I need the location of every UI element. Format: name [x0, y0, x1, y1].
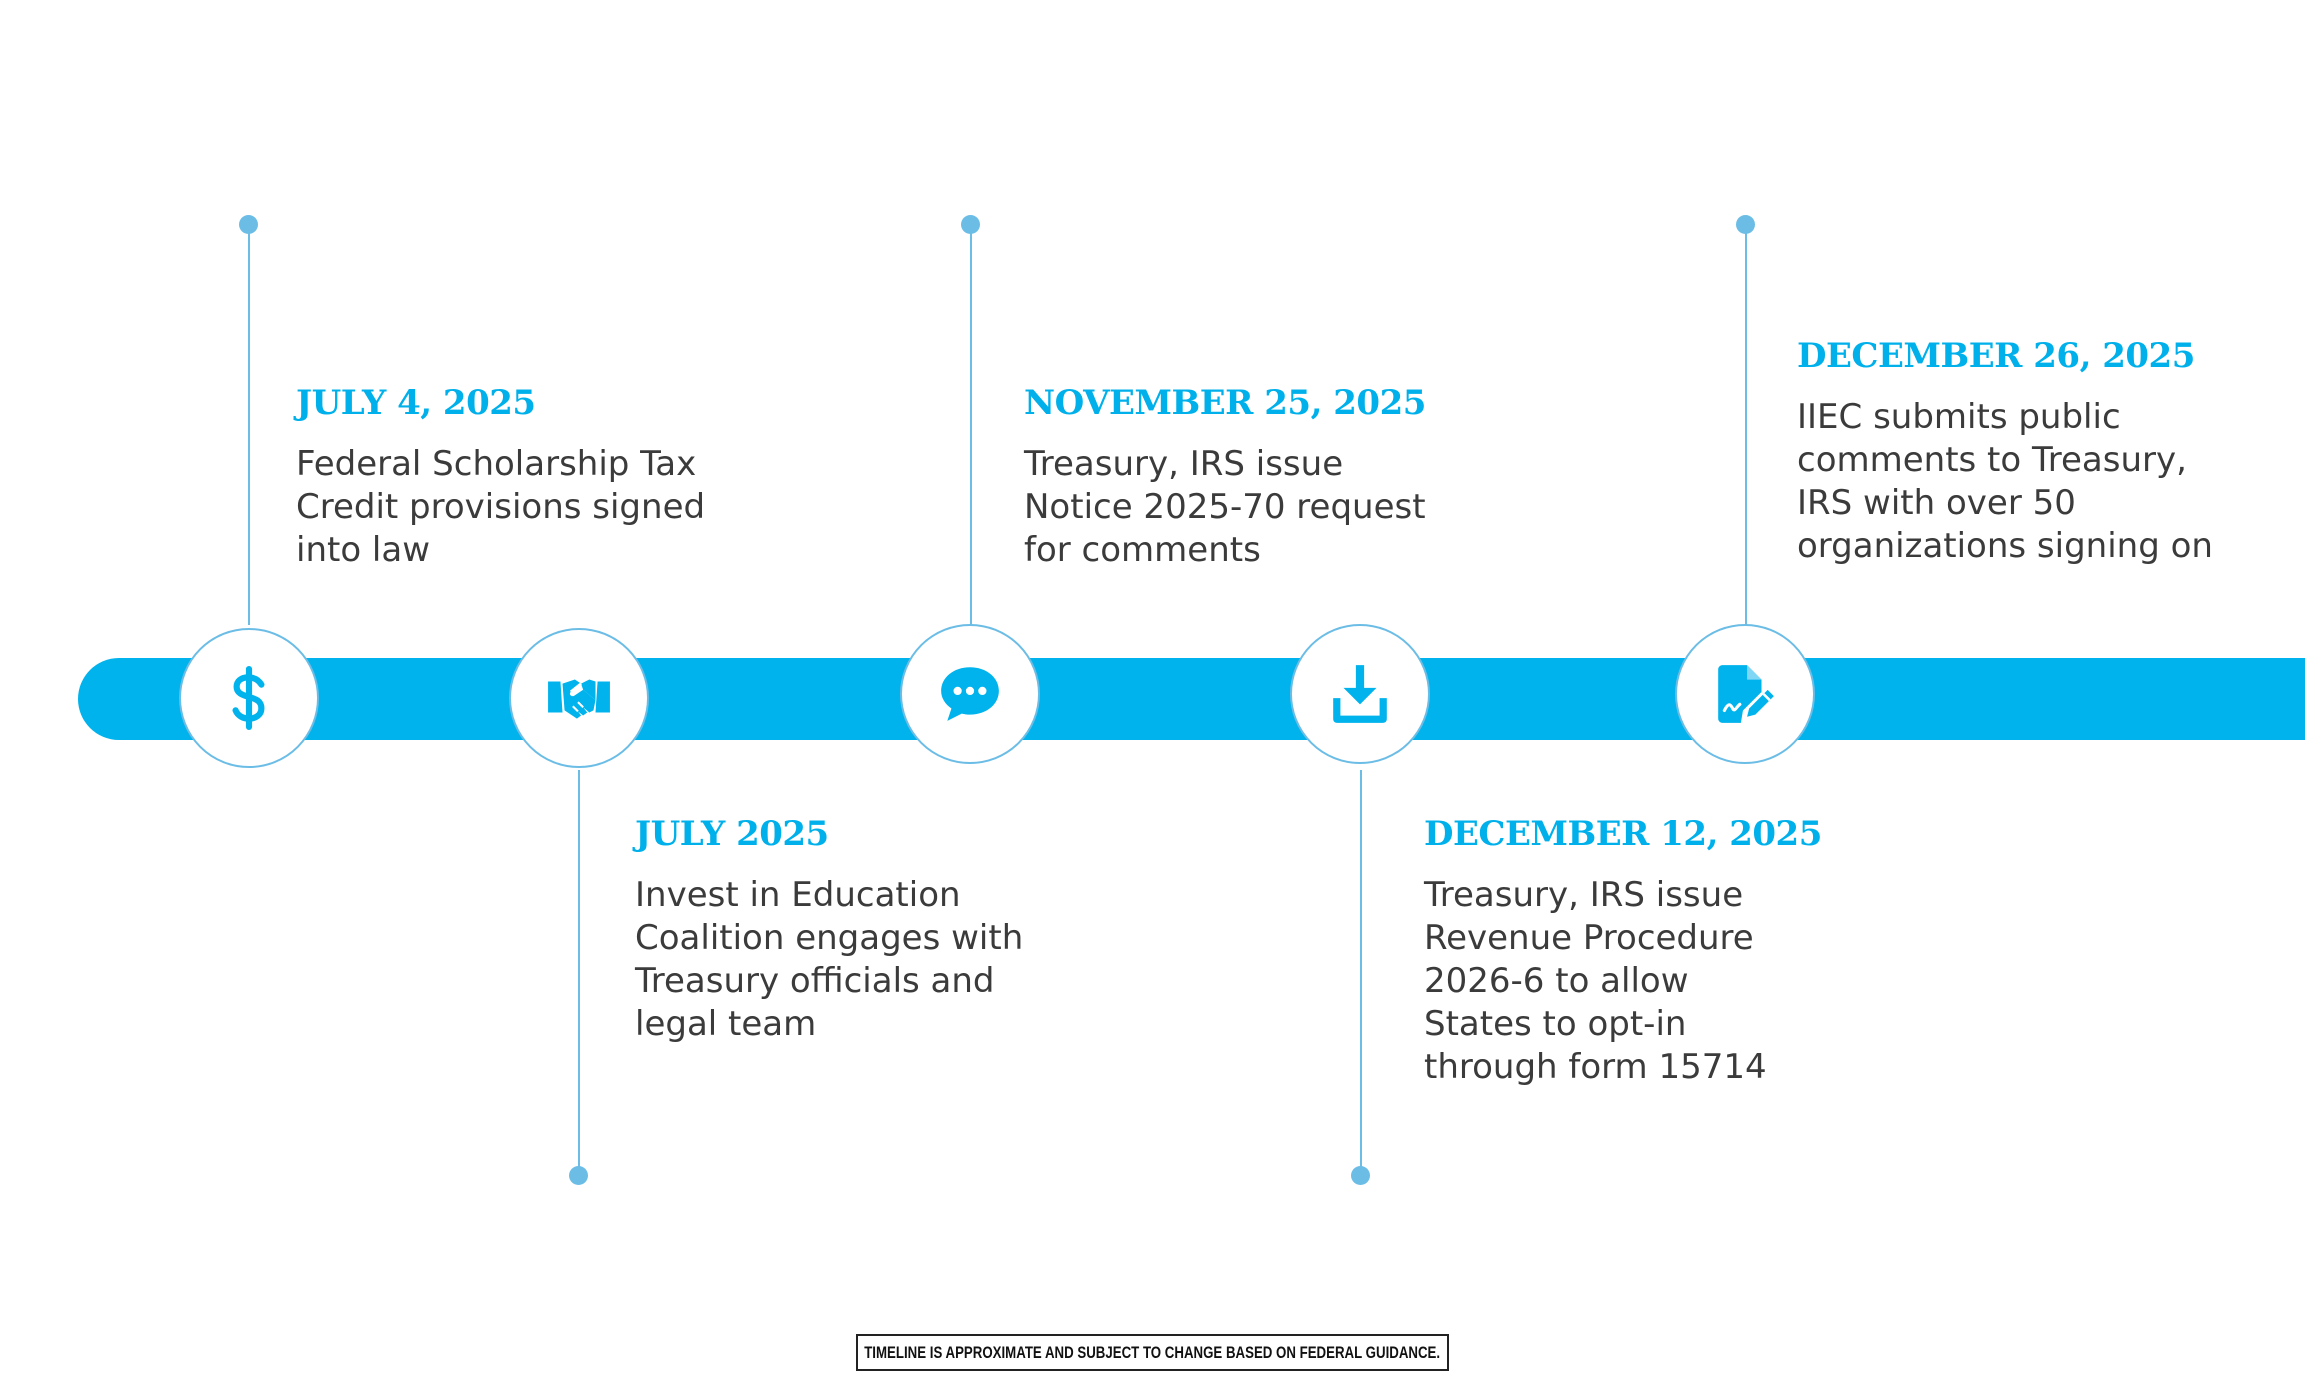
timeline-node-4	[1290, 624, 1430, 764]
event-2: JULY 2025 Invest in Education Coalition …	[635, 814, 1023, 1046]
connector-dot-4	[1351, 1166, 1370, 1185]
event-description: Federal Scholarship Tax Credit provision…	[296, 444, 706, 570]
timeline-node-5	[1675, 624, 1815, 764]
chat-bubble-icon	[941, 667, 999, 721]
connector-dot-5	[1736, 215, 1755, 234]
event-date: NOVEMBER 25, 2025	[1024, 383, 1426, 423]
event-4: DECEMBER 12, 2025 Treasury, IRS issue Re…	[1424, 814, 1822, 1089]
connector-line-1	[248, 225, 250, 625]
event-date: JULY 2025	[635, 814, 829, 854]
event-description: IIEC submits public comments to Treasury…	[1797, 397, 2213, 566]
timeline-node-2	[509, 628, 649, 768]
document-edit-icon	[1718, 665, 1774, 723]
disclaimer-box: TIMELINE IS APPROXIMATE AND SUBJECT TO C…	[856, 1334, 1449, 1371]
connector-line-5	[1745, 225, 1747, 625]
download-icon	[1333, 665, 1387, 723]
connector-dot-1	[239, 215, 258, 234]
dollar-icon	[232, 666, 265, 730]
timeline-node-3	[900, 624, 1040, 764]
connector-dot-3	[961, 215, 980, 234]
timeline-bar	[78, 658, 2305, 740]
event-5: DECEMBER 26, 2025 IIEC submits public co…	[1797, 336, 2213, 568]
event-date: DECEMBER 12, 2025	[1424, 814, 1822, 854]
event-description: Treasury, IRS issue Revenue Procedure 20…	[1424, 875, 1767, 1087]
event-description: Invest in Education Coalition engages wi…	[635, 875, 1024, 1044]
timeline-node-1	[179, 628, 319, 768]
event-date: JULY 4, 2025	[296, 383, 536, 423]
event-1: JULY 4, 2025 Federal Scholarship Tax Cre…	[296, 383, 705, 572]
handshake-icon	[548, 679, 610, 719]
event-date: DECEMBER 26, 2025	[1797, 336, 2195, 376]
connector-line-4	[1360, 770, 1362, 1175]
event-3: NOVEMBER 25, 2025 Treasury, IRS issue No…	[1024, 383, 1426, 572]
disclaimer-text: TIMELINE IS APPROXIMATE AND SUBJECT TO C…	[864, 1342, 1441, 1362]
connector-dot-2	[569, 1166, 588, 1185]
connector-line-2	[578, 770, 580, 1175]
event-description: Treasury, IRS issue Notice 2025-70 reque…	[1024, 444, 1426, 570]
connector-line-3	[970, 225, 972, 625]
